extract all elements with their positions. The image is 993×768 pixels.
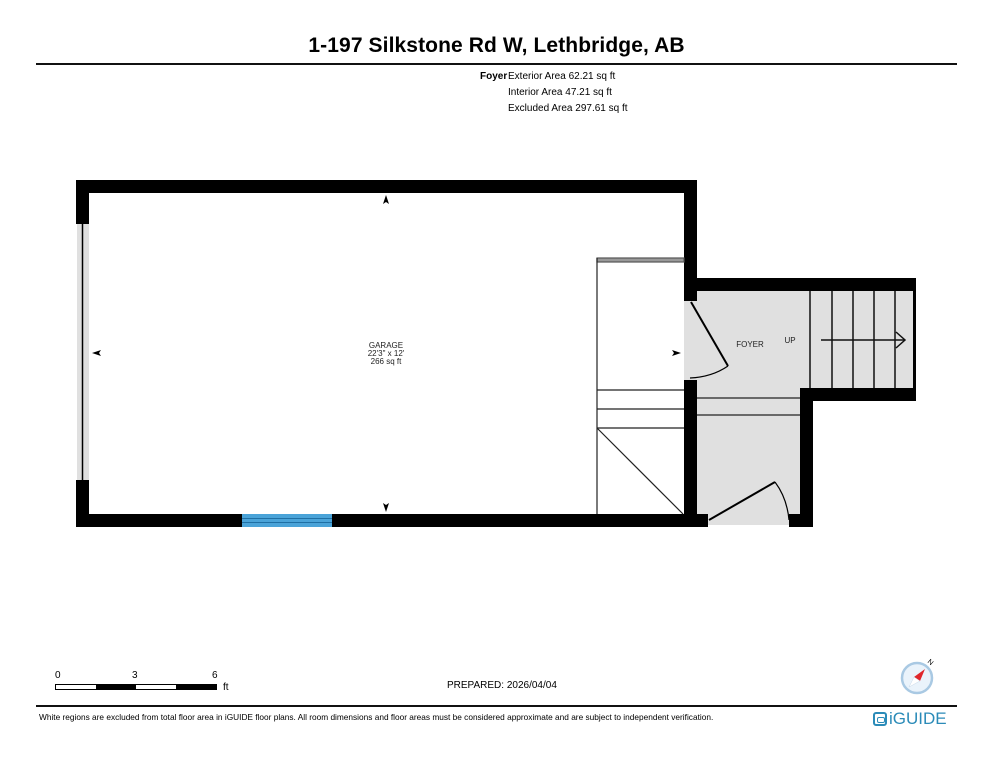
window — [242, 514, 332, 527]
summary-room-name: Foyer — [480, 71, 508, 82]
page-title: 1-197 Silkstone Rd W, Lethbridge, AB — [308, 34, 685, 57]
brand-name: iGUIDE — [889, 709, 947, 728]
iguide-mark-icon — [873, 712, 887, 726]
exterior-area: Exterior Area 62.21 sq ft — [508, 71, 616, 82]
header-divider — [36, 63, 957, 65]
dimension-arrows — [92, 195, 681, 512]
foyer-floor — [684, 290, 915, 525]
walls — [76, 180, 916, 527]
scale-unit: ft — [223, 682, 229, 693]
stair-direction-label: UP — [784, 336, 796, 345]
excluded-area: Excluded Area 297.61 sq ft — [508, 103, 628, 114]
stairs — [809, 291, 907, 388]
garage-area: 266 sq ft — [370, 357, 402, 366]
compass-north-label: N — [926, 658, 934, 667]
footer-divider — [36, 705, 957, 707]
interior-area: Interior Area 47.21 sq ft — [508, 87, 612, 98]
door-garage-to-foyer — [689, 301, 729, 379]
garage-dimensions: 22'3" x 12' — [367, 349, 405, 358]
foyer-landing-lines — [697, 397, 800, 416]
scale-bar-segments — [55, 684, 217, 690]
garage-stair-outline — [596, 257, 685, 515]
scale-tick-0: 0 — [55, 670, 61, 681]
garage-name: GARAGE — [368, 341, 404, 350]
prepared-date: PREPARED: 2026/04/04 — [447, 680, 557, 691]
iguide-logo: iGUIDE — [873, 709, 947, 729]
door-foyer-exterior — [708, 481, 790, 521]
scale-tick-6: 6 — [212, 670, 218, 681]
room-label-foyer: FOYER — [736, 340, 764, 349]
garage-door — [77, 224, 89, 482]
room-label-garage: GARAGE 22'3" x 12' 266 sq ft — [346, 342, 426, 366]
disclaimer: White regions are excluded from total fl… — [39, 712, 714, 722]
scale-tick-3: 3 — [132, 670, 138, 681]
compass-icon: N — [900, 658, 934, 695]
